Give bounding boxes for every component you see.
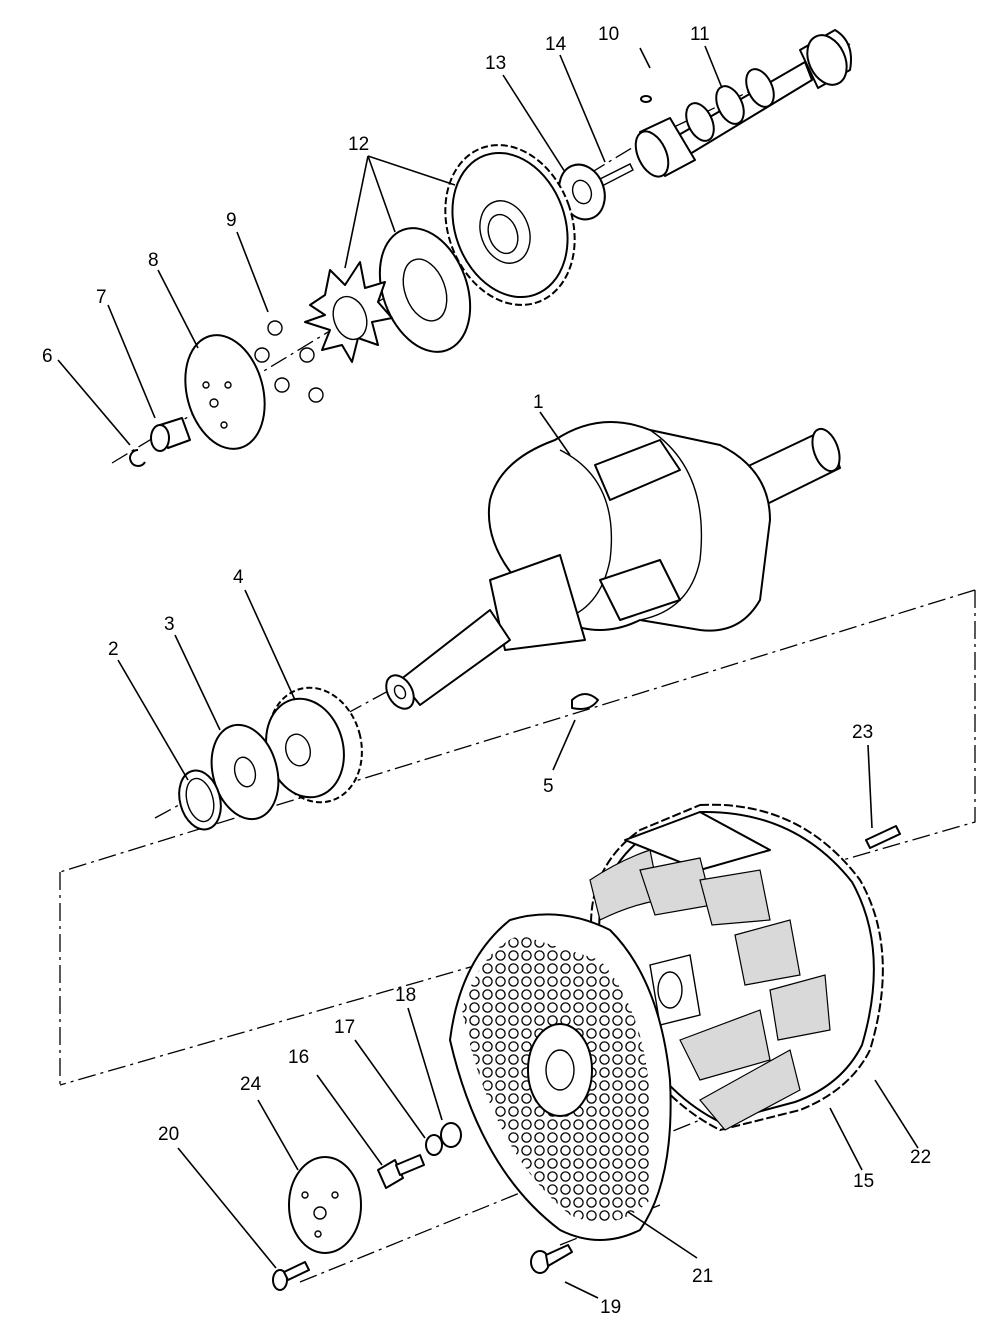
callout-11: 11 [690, 24, 710, 45]
callout-21: 21 [692, 1266, 713, 1287]
screw-19 [530, 1244, 573, 1274]
callout-5: 5 [543, 776, 554, 797]
crankshaft [385, 421, 841, 710]
callout-20: 20 [158, 1124, 179, 1145]
callout-1: 1 [533, 392, 544, 413]
leader-lines [57, 45, 919, 1299]
callout-3: 3 [164, 614, 175, 635]
callout-2: 2 [108, 639, 119, 660]
callout-22: 22 [910, 1147, 931, 1168]
callout-15: 15 [853, 1171, 874, 1192]
callout-4: 4 [233, 567, 244, 588]
callout-12: 12 [348, 134, 369, 155]
hub-plate [272, 1156, 362, 1291]
callout-16: 16 [288, 1047, 309, 1068]
crank-gear [265, 686, 363, 804]
bushing-and-clip [129, 417, 191, 467]
key-10 [640, 95, 652, 103]
callout-8: 8 [148, 250, 159, 271]
bolt-and-washers [377, 1122, 462, 1189]
callout-6: 6 [42, 346, 53, 367]
camshaft [634, 29, 852, 178]
snap-ring [178, 769, 222, 831]
callout-13: 13 [485, 53, 506, 74]
callout-17: 17 [334, 1017, 355, 1038]
spider-hub [304, 261, 393, 363]
balls [254, 320, 324, 403]
weight-plate [184, 334, 266, 450]
woodruff-key [571, 693, 599, 710]
callout-labels: 1 2 3 4 5 6 7 8 9 10 11 12 13 14 15 16 1… [42, 24, 931, 1318]
perforated-screen [449, 913, 672, 1241]
pin-and-washer [558, 163, 634, 221]
washer-3 [210, 723, 280, 821]
callout-9: 9 [226, 210, 237, 231]
callout-18: 18 [395, 985, 416, 1006]
callout-10: 10 [598, 24, 619, 45]
callout-23: 23 [852, 722, 873, 743]
key-23 [865, 825, 901, 849]
callout-14: 14 [545, 34, 567, 55]
callout-19: 19 [600, 1297, 621, 1318]
cam-gear [444, 144, 576, 306]
callout-7: 7 [96, 287, 107, 308]
thrust-washer [378, 227, 472, 353]
callout-24: 24 [240, 1074, 262, 1095]
